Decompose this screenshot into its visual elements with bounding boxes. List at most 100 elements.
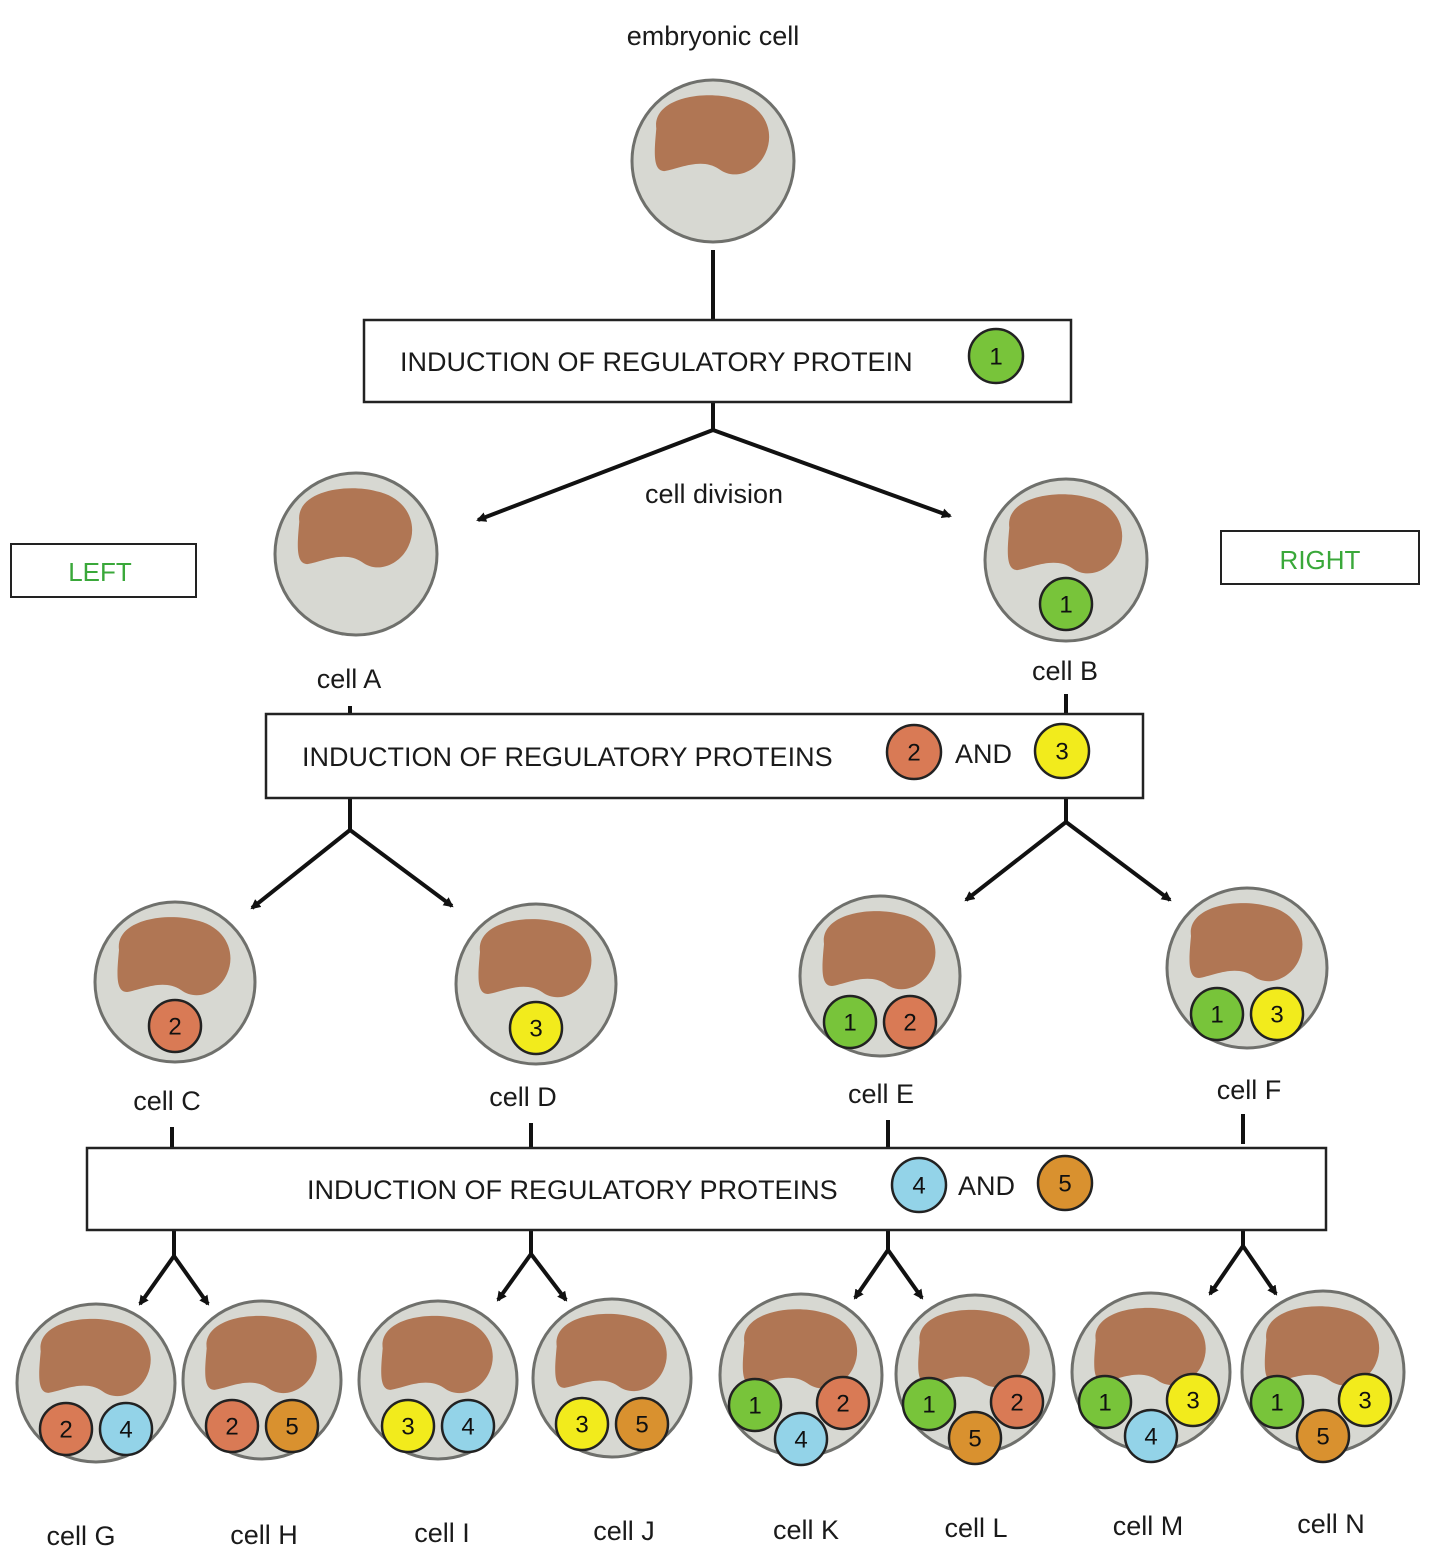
svg-text:1: 1: [922, 1392, 935, 1419]
induction-box-3: INDUCTION OF REGULATORY PROTEINS 4 AND 5: [85, 1146, 1328, 1232]
protein-3-marker: 3: [508, 1000, 564, 1056]
cell-label: cell N: [1297, 1509, 1365, 1539]
cell-a: cell A: [273, 471, 439, 694]
cell-m: 1 3 4 cell M: [1070, 1291, 1232, 1541]
protein-1-marker: 1: [1077, 1374, 1133, 1430]
protein-2-marker: 2: [38, 1401, 94, 1457]
protein-1-badge: 1: [967, 327, 1025, 385]
svg-text:3: 3: [1186, 1388, 1199, 1415]
protein-1-marker: 1: [1038, 576, 1094, 632]
cell-label: cell M: [1113, 1511, 1184, 1541]
protein-1-marker: 1: [1189, 986, 1245, 1042]
protein-5-marker: 5: [947, 1410, 1003, 1466]
cell-l: 1 25 cell L: [894, 1293, 1056, 1543]
induction-box-2-joiner: AND: [955, 739, 1012, 769]
cell-i: 3 4 cell I: [357, 1299, 519, 1548]
protein-3-marker: 3: [1337, 1372, 1393, 1428]
right-side-label: RIGHT: [1280, 545, 1361, 575]
svg-text:5: 5: [968, 1426, 981, 1453]
protein-2-marker: 2: [204, 1398, 260, 1454]
protein-2-marker: 2: [989, 1374, 1045, 1430]
svg-text:1: 1: [1270, 1390, 1283, 1417]
protein-3-badge: 3: [1033, 722, 1091, 780]
nucleus: [381, 1315, 493, 1394]
svg-text:2: 2: [836, 1391, 849, 1418]
cell-k: 1 24 cell K: [718, 1292, 884, 1545]
nucleus: [918, 1309, 1030, 1388]
protein-4-marker: 4: [1123, 1408, 1179, 1464]
left-side-label: LEFT: [68, 557, 132, 587]
nucleus: [822, 911, 936, 990]
protein-4-marker: 4: [773, 1411, 829, 1467]
svg-text:5: 5: [1058, 1171, 1071, 1198]
cell-label: cell L: [944, 1513, 1007, 1543]
svg-text:4: 4: [1144, 1424, 1157, 1451]
svg-text:1: 1: [748, 1393, 761, 1420]
protein-4-badge: 4: [890, 1156, 948, 1214]
svg-text:5: 5: [1316, 1424, 1329, 1451]
protein-3-marker: 3: [554, 1396, 610, 1452]
nucleus: [1007, 494, 1123, 574]
svg-text:3: 3: [1055, 739, 1068, 766]
svg-text:1: 1: [1059, 592, 1072, 619]
cell-label: cell I: [414, 1518, 470, 1548]
svg-text:5: 5: [285, 1414, 298, 1441]
svg-text:1: 1: [1098, 1390, 1111, 1417]
svg-text:3: 3: [401, 1414, 414, 1441]
svg-text:1: 1: [989, 344, 1002, 371]
nucleus: [297, 488, 413, 568]
protein-5-marker: 5: [1295, 1408, 1351, 1464]
svg-text:5: 5: [635, 1412, 648, 1439]
protein-4-marker: 4: [440, 1398, 496, 1454]
cell-label: cell K: [773, 1515, 839, 1545]
svg-text:2: 2: [59, 1417, 72, 1444]
protein-5-badge: 5: [1036, 1154, 1094, 1212]
svg-text:4: 4: [461, 1414, 474, 1441]
nucleus: [1094, 1307, 1206, 1386]
protein-1-marker: 1: [1249, 1374, 1305, 1430]
protein-5-marker: 5: [614, 1396, 670, 1452]
nucleus: [478, 919, 592, 998]
top-label: embryonic cell: [627, 21, 800, 51]
svg-text:1: 1: [1210, 1002, 1223, 1029]
svg-text:2: 2: [168, 1014, 181, 1041]
induction-box-3-text: INDUCTION OF REGULATORY PROTEINS: [307, 1175, 838, 1205]
protein-3-marker: 3: [1165, 1372, 1221, 1428]
nucleus: [117, 917, 231, 996]
svg-text:3: 3: [1358, 1388, 1371, 1415]
svg-text:2: 2: [225, 1414, 238, 1441]
nucleus: [1189, 903, 1303, 982]
protein-1-marker: 1: [727, 1377, 783, 1433]
protein-2-marker: 2: [815, 1375, 871, 1431]
cell-division-label: cell division: [645, 479, 783, 509]
cell-label: cell E: [848, 1079, 914, 1109]
nucleus: [555, 1313, 667, 1392]
left-side-box: [10, 543, 197, 598]
induction-box-1: INDUCTION OF REGULATORY PROTEIN 1: [362, 318, 1073, 404]
svg-text:2: 2: [907, 740, 920, 767]
cell-d: 3 cell D: [454, 902, 618, 1112]
cell-label: cell A: [317, 664, 382, 694]
induction-box-2: INDUCTION OF REGULATORY PROTEINS 2 AND 3: [264, 712, 1145, 800]
cell-label: cell B: [1032, 656, 1098, 686]
cell-label: cell G: [46, 1521, 115, 1551]
protein-1-marker: 1: [822, 994, 878, 1050]
protein-3-marker: 3: [1249, 986, 1305, 1042]
cell-label: cell F: [1217, 1075, 1282, 1105]
cell-label: cell H: [230, 1520, 298, 1550]
nucleus: [1264, 1306, 1380, 1386]
nucleus: [742, 1309, 858, 1389]
nucleus: [654, 95, 770, 175]
induction-box-2-text: INDUCTION OF REGULATORY PROTEINS: [302, 742, 833, 772]
svg-text:1: 1: [843, 1010, 856, 1037]
cell-label: cell J: [593, 1516, 655, 1546]
cell-b: 1 cell B: [983, 477, 1149, 686]
cell-label: cell D: [489, 1082, 557, 1112]
induction-box-1-text: INDUCTION OF REGULATORY PROTEIN: [400, 347, 913, 377]
svg-text:4: 4: [912, 1173, 925, 1200]
